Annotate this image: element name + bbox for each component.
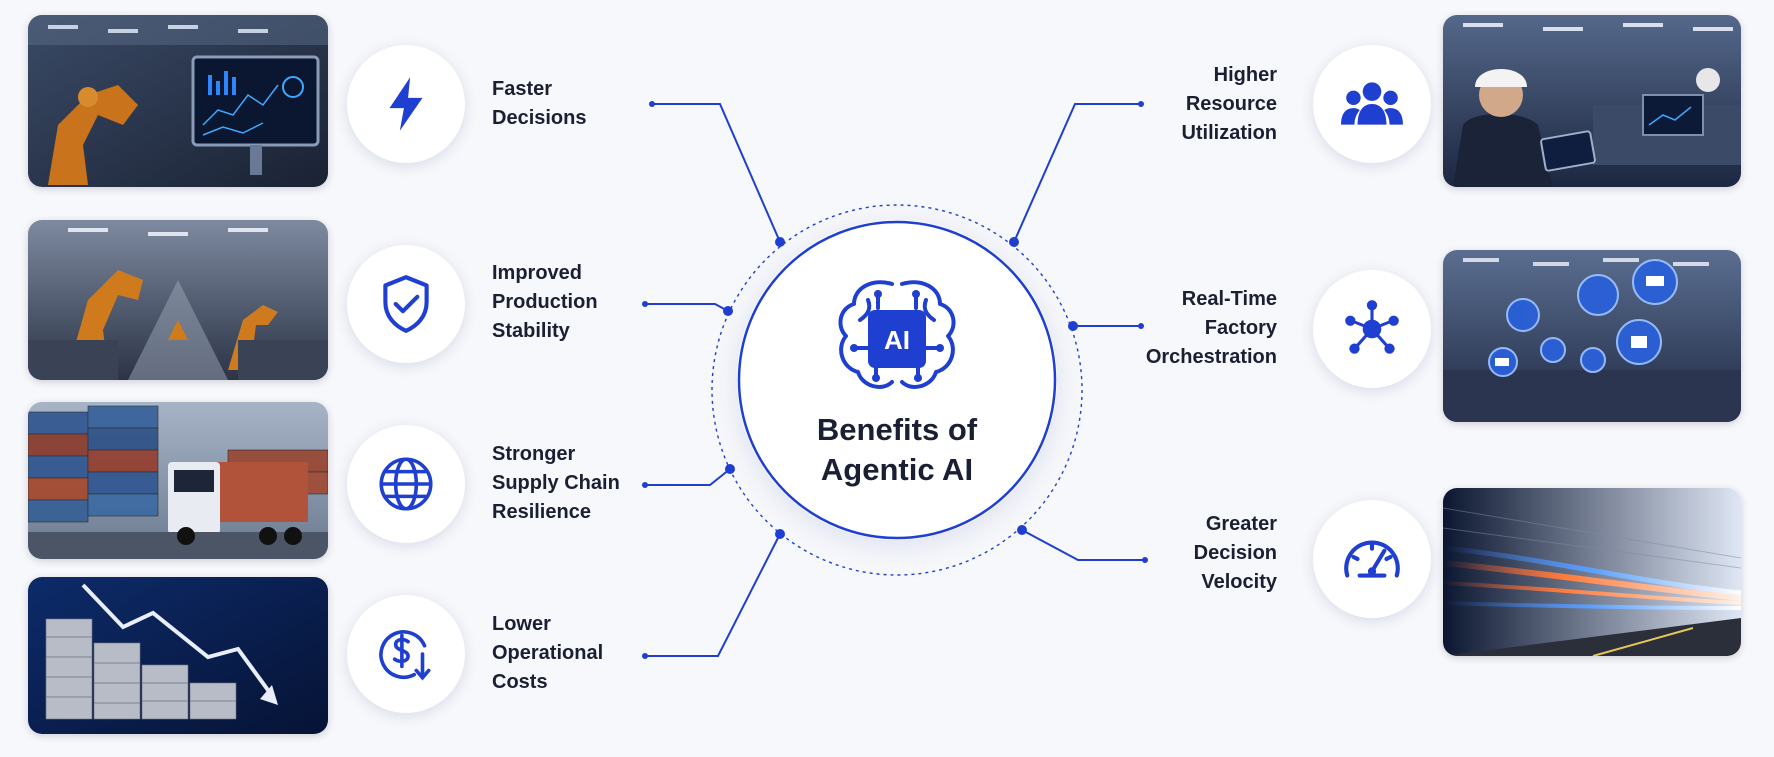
- label-line: Greater: [1205, 513, 1277, 535]
- label-line: Supply Chain: [492, 472, 620, 494]
- label-line: Velocity: [1201, 571, 1277, 593]
- label-line: Utilization: [1181, 122, 1277, 144]
- icon-circle-factory-orchestration: [1313, 270, 1431, 388]
- connector-dot: [1068, 321, 1078, 331]
- connector-dot: [1142, 557, 1148, 563]
- benefit-label-resource-utilization: Higher Resource Utilization: [1107, 61, 1277, 148]
- benefit-label-supply-chain: Stronger Supply Chain Resilience: [492, 440, 662, 527]
- connector-resource-utilization: [1013, 103, 1141, 243]
- ai-brain-icon: AI: [838, 280, 956, 389]
- connector-dot: [1017, 525, 1027, 535]
- photo-light-trails-warehouse: [1443, 488, 1741, 656]
- connector-dot: [1009, 237, 1019, 247]
- label-line: Resource: [1185, 93, 1277, 115]
- label-line: Improved: [492, 262, 583, 284]
- shield-check-icon: [383, 275, 429, 333]
- connector-faster-decisions: [652, 103, 781, 243]
- label-line: Factory: [1204, 317, 1277, 339]
- label-line: Lower: [492, 613, 551, 635]
- lightning-bolt-icon: [389, 77, 423, 131]
- label-line: Stronger: [492, 443, 576, 465]
- label-line: Operational: [492, 642, 604, 664]
- label-line: Faster: [492, 78, 553, 100]
- label-line: Decisions: [492, 107, 587, 129]
- photo-containers-truck: [28, 402, 328, 559]
- connector-dot: [1138, 101, 1144, 107]
- connector-supply-chain: [645, 468, 731, 486]
- label-line: Decision: [1193, 542, 1277, 564]
- connector-operational-costs: [645, 533, 781, 657]
- photo-robotic-assembly-line: [28, 220, 328, 380]
- hub-ring: [737, 220, 1057, 540]
- icon-circle-operational-costs: [347, 595, 465, 713]
- connector-decision-velocity: [1021, 529, 1145, 561]
- benefit-label-operational-costs: Lower Operational Costs: [492, 610, 662, 697]
- photo-coins-downtrend: [28, 577, 328, 734]
- icon-circle-faster-decisions: [347, 45, 465, 163]
- center-hub: [737, 220, 1057, 540]
- connector-dot: [1138, 323, 1144, 329]
- icon-circle-production-stability: [347, 245, 465, 363]
- connector-dot: [642, 482, 648, 488]
- hub-title: Benefits of Agentic AI: [737, 410, 1057, 490]
- benefit-label-production-stability: Improved Production Stability: [492, 259, 662, 346]
- hub-dashed-ring: [711, 204, 1083, 576]
- icon-circle-supply-chain: [347, 425, 465, 543]
- label-line: Production: [492, 291, 598, 313]
- benefit-label-factory-orchestration: Real-Time Factory Orchestration: [1107, 285, 1277, 372]
- hub-title-line: Benefits of: [816, 412, 978, 447]
- connector-dot: [775, 529, 785, 539]
- dollar-down-arrow-icon: [379, 630, 431, 681]
- connector-dot: [775, 237, 785, 247]
- benefit-label-decision-velocity: Greater Decision Velocity: [1107, 510, 1277, 597]
- icon-circle-resource-utilization: [1313, 45, 1431, 163]
- connector-dot: [723, 306, 733, 316]
- speedometer-icon: [1344, 540, 1400, 578]
- globe-icon: [379, 457, 433, 511]
- label-line: Resilience: [492, 501, 591, 523]
- hub-title-line: Agentic AI: [820, 452, 974, 487]
- people-group-icon: [1341, 82, 1403, 125]
- label-line: Costs: [492, 671, 548, 693]
- label-line: Higher: [1213, 64, 1277, 86]
- label-line: Orchestration: [1145, 346, 1277, 368]
- network-hub-icon: [1345, 300, 1399, 354]
- photo-factory-robot-dashboard: [28, 15, 328, 187]
- benefit-label-faster-decisions: Faster Decisions: [492, 75, 662, 133]
- label-line: Stability: [492, 320, 570, 342]
- ai-chip-label: AI: [884, 325, 910, 355]
- label-line: Real-Time: [1181, 288, 1277, 310]
- connector-dot: [649, 101, 655, 107]
- connector-dot: [642, 653, 648, 659]
- photo-worker-tablet-factory: [1443, 15, 1741, 187]
- connector-dot: [725, 464, 735, 474]
- photo-factory-iot-overlay: [1443, 250, 1741, 422]
- icon-circle-decision-velocity: [1313, 500, 1431, 618]
- connector-dot: [642, 301, 648, 307]
